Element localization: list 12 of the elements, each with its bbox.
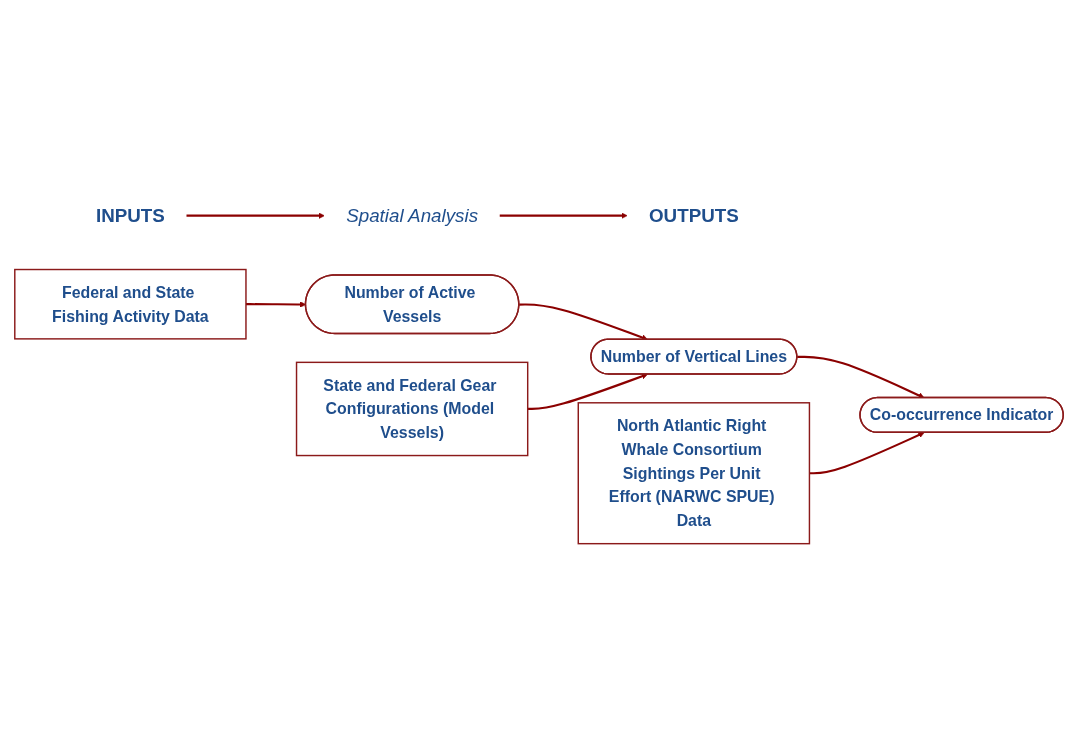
node-text: OUTPUTS (648, 204, 739, 226)
node-box: Federal and State Fishing Activity Data (14, 268, 247, 340)
arrow (809, 431, 925, 475)
node-box: State and Federal Gear Configurations (Model Vessels) (295, 361, 529, 457)
arrow (519, 303, 648, 341)
node-text: INPUTS (95, 204, 165, 226)
arrow (186, 212, 325, 219)
arrow (797, 355, 925, 399)
arrow (499, 212, 628, 219)
node-text: Spatial Analysis (346, 204, 479, 226)
arrow (527, 373, 648, 410)
node-box: North Atlantic Right Whale Consortium Sightings Per Unit Effort (NARWC SPUE) Data (577, 401, 811, 545)
